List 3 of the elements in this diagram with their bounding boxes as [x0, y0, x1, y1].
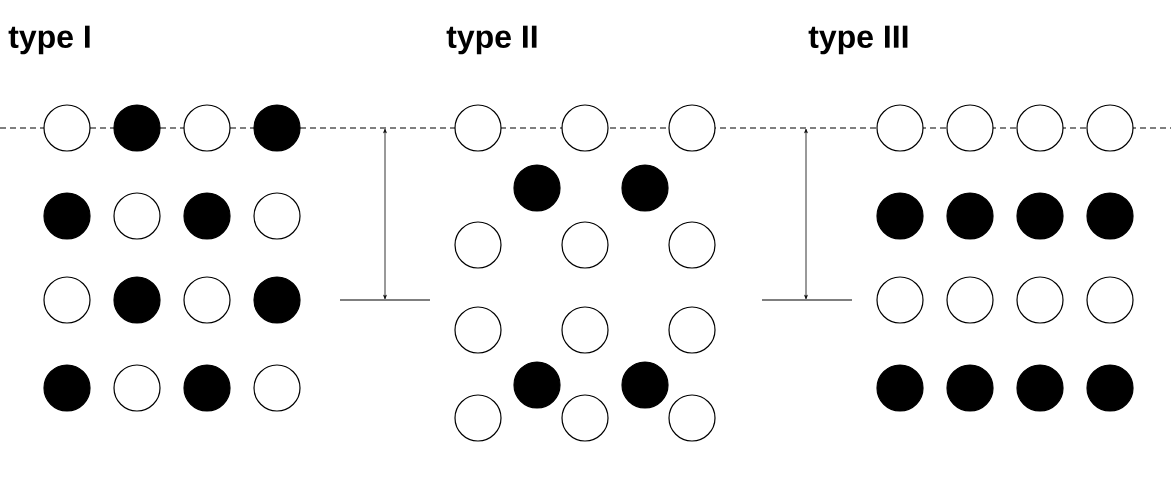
panel-title: type III: [808, 25, 908, 55]
panel-title: type I: [8, 25, 90, 55]
panel-title: type II: [446, 25, 537, 55]
